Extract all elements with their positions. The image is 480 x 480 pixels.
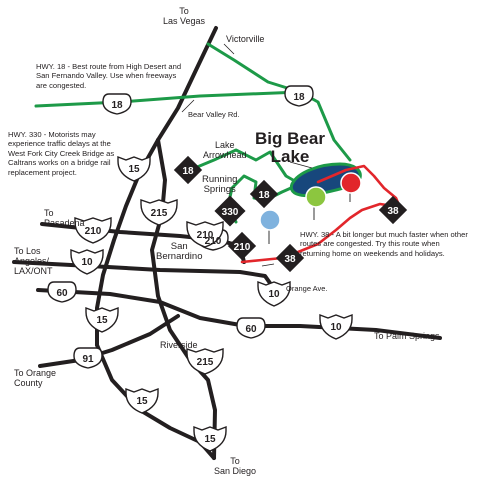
note-hwy-18: HWY. 18 - Best route from High Desert an… <box>36 62 182 90</box>
route-18-arrowhead-road <box>188 148 302 186</box>
resort-pin-green[interactable] <box>305 186 327 220</box>
shield-number: 60 <box>245 324 257 335</box>
shield-number: 91 <box>82 354 94 365</box>
diamond-number: 210 <box>234 242 251 253</box>
shield-number: 10 <box>268 289 280 300</box>
label-pasadena: To Pasadena <box>44 208 85 228</box>
label-orange-ave: Orange Ave. <box>286 284 328 293</box>
shield-number: 10 <box>330 322 342 333</box>
interstate-210-west-shield <box>74 217 112 244</box>
note-hwy-38: HWY. 38 - A bit longer but much faster w… <box>300 230 468 258</box>
interstate-215-road <box>150 138 217 460</box>
route-330-diamond <box>214 195 246 227</box>
resort-pin-icon <box>259 209 281 231</box>
shield-number: 60 <box>56 288 68 299</box>
interstate-15-north-shield <box>117 155 151 182</box>
route-60-road <box>36 288 442 340</box>
interstate-10-far-east-shield <box>319 313 353 340</box>
shield-number: 15 <box>204 434 216 445</box>
interstate-15-mid-shield <box>85 306 119 333</box>
label-bear-valley-rd: Bear Valley Rd. <box>188 110 240 119</box>
label-los-angeles: To Los Angeles/ LAX/ONT <box>14 246 53 276</box>
route-18-north-shield <box>284 85 314 107</box>
shield-number: 18 <box>293 92 305 103</box>
interstate-15-south-shield <box>125 387 159 414</box>
route-18-west-road <box>34 90 302 108</box>
interstate-10-east-shield <box>257 280 291 307</box>
route-38-upper-road <box>316 164 404 214</box>
shield-number: 210 <box>85 226 102 237</box>
route-60-west-shield <box>47 281 77 303</box>
resort-pin-icon <box>340 172 362 194</box>
shield-number: 15 <box>136 396 148 407</box>
interstate-210-mid-shield <box>186 221 224 248</box>
label-riverside: Riverside <box>160 340 198 350</box>
interstate-15-san-diego-shield <box>193 425 227 452</box>
label-victorville: Victorville <box>226 34 265 44</box>
route-18-west-shield <box>102 93 132 115</box>
route-91-road <box>38 314 180 368</box>
diamond-number: 330 <box>222 207 239 218</box>
interstate-10-west-shield <box>70 248 104 275</box>
title-line-1: Big Bear <box>255 129 325 148</box>
label-san-diego: To San Diego <box>214 456 257 476</box>
shield-number: 210 <box>197 230 214 241</box>
resort-pin-icon <box>305 186 327 208</box>
route-91-shield <box>73 347 103 369</box>
shield-number: 18 <box>111 100 123 111</box>
diamond-number: 38 <box>284 254 296 265</box>
shield-number: 10 <box>81 257 93 268</box>
shield-number: 15 <box>96 315 108 326</box>
label-running-springs: Running Springs <box>202 174 238 195</box>
note-hwy-330: HWY. 330 - Motorists may experience traf… <box>8 130 115 177</box>
interstate-215-north-shield <box>140 199 178 226</box>
diamond-number: 18 <box>182 166 194 177</box>
resort-pin-red[interactable] <box>340 172 362 202</box>
label-las-vegas: To Las Vegas <box>163 6 206 26</box>
diamond-number: 38 <box>387 206 399 217</box>
shield-number: 215 <box>197 357 214 368</box>
resort-pin-blue[interactable] <box>259 209 281 244</box>
shield-number: 215 <box>151 208 168 219</box>
interstate-215-south-shield <box>186 348 224 375</box>
label-orange-county: To Orange County <box>14 368 57 388</box>
label-san-bernardino: San Bernardino <box>156 241 203 262</box>
route-60-east-shield <box>236 317 266 339</box>
diamond-number: 18 <box>258 190 270 201</box>
label-lake-arrowhead: Lake Arrowhead <box>203 140 247 160</box>
shield-number: 15 <box>128 164 140 175</box>
label-palm-springs: To Palm Springs <box>374 331 440 341</box>
title-line-2: Lake <box>270 147 310 166</box>
map-title: Big Bear Lake <box>238 130 342 166</box>
shield-number: 210 <box>205 236 222 247</box>
